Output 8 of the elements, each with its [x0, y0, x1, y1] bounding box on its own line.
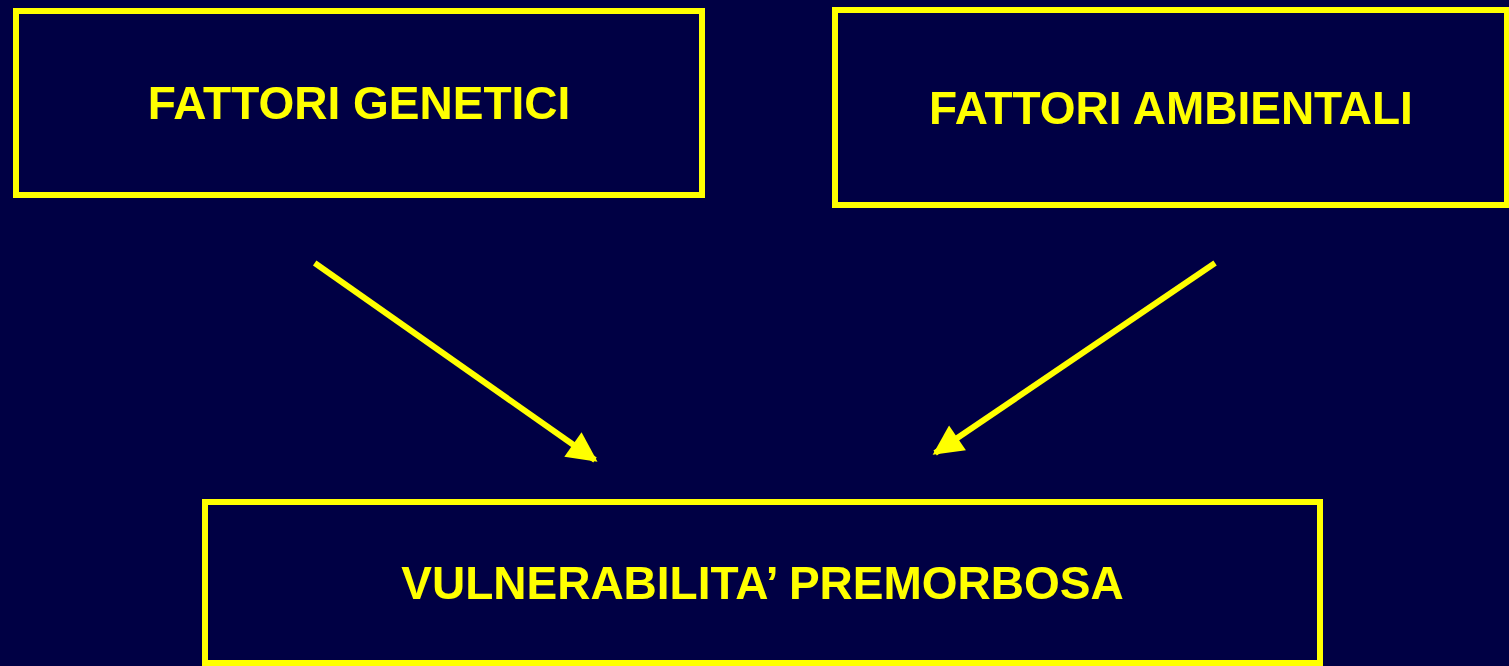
text-box [832, 7, 1509, 208]
arrow [932, 260, 1217, 456]
text-box [202, 499, 1323, 666]
box-label: VULNERABILITA’ PREMORBOSA [401, 555, 1124, 610]
box-label: FATTORI AMBIENTALI [929, 80, 1413, 135]
box-label: FATTORI GENETICI [147, 76, 571, 130]
arrow [313, 260, 598, 463]
text-box [13, 8, 705, 198]
